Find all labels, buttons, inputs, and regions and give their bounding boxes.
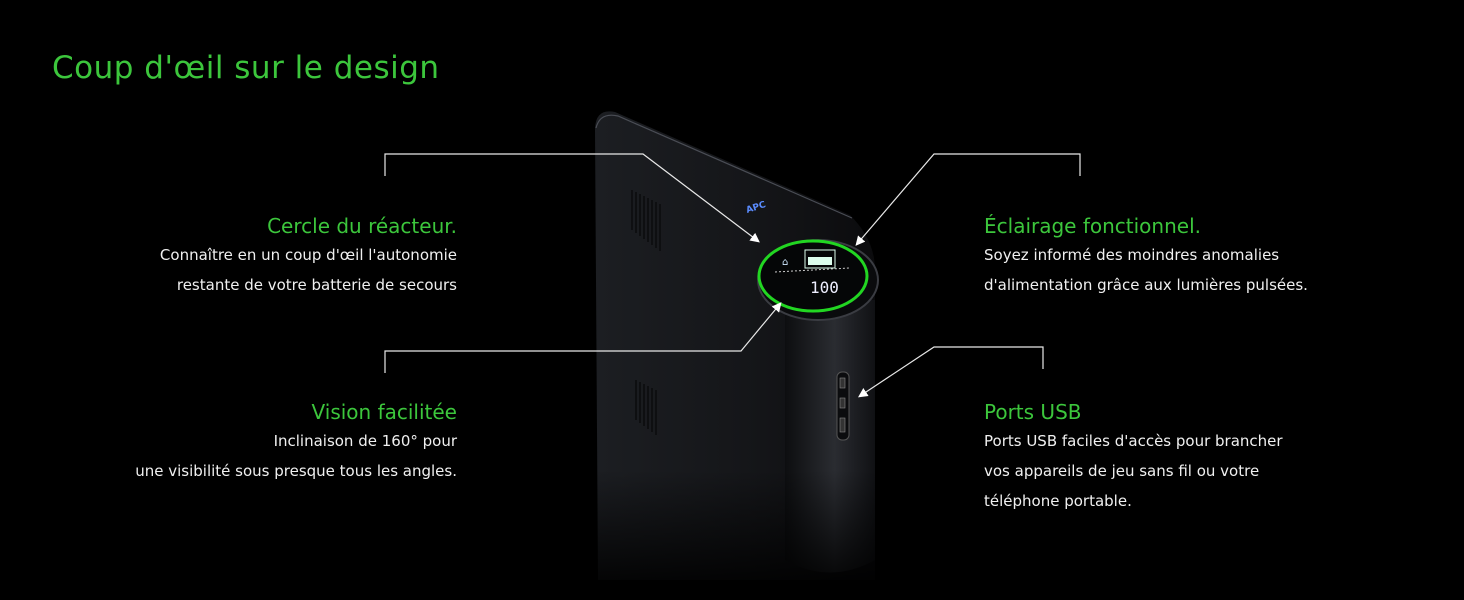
- svg-text:⌂: ⌂: [782, 257, 788, 268]
- feature-heading: Cercle du réacteur.: [267, 214, 457, 238]
- feature-text-line: téléphone portable.: [984, 492, 1132, 510]
- feature-heading: Vision facilitée: [311, 400, 457, 424]
- connector-usb: [857, 346, 1044, 398]
- feature-text-line: Ports USB faciles d'accès pour brancher: [984, 432, 1283, 450]
- feature-text-line: Inclinaison de 160° pour: [273, 432, 457, 450]
- feature-usb: Ports USB Ports USB faciles d'accès pour…: [984, 398, 1283, 516]
- feature-eclairage: Éclairage fonctionnel. Soyez informé des…: [984, 212, 1308, 300]
- feature-reacteur: Cercle du réacteur. Connaître en un coup…: [160, 212, 457, 300]
- connector-eclairage: [855, 153, 1081, 246]
- feature-heading: Éclairage fonctionnel.: [984, 214, 1201, 238]
- connector-vision: [384, 302, 782, 373]
- feature-text-line: Soyez informé des moindres anomalies: [984, 246, 1280, 264]
- feature-text-line: vos appareils de jeu sans fil ou votre: [984, 462, 1260, 480]
- connector-reacteur: [384, 153, 760, 243]
- feature-text-line: restante de votre batterie de secours: [176, 276, 457, 294]
- feature-text-line: Connaître en un coup d'œil l'autonomie: [159, 246, 457, 264]
- svg-text:100: 100: [810, 278, 839, 297]
- feature-heading: Ports USB: [984, 400, 1082, 424]
- feature-text-line: une visibilité sous presque tous les ang…: [135, 462, 457, 480]
- feature-vision: Vision facilitée Inclinaison de 160° pou…: [135, 398, 457, 486]
- page-title: Coup d'œil sur le design: [52, 50, 440, 86]
- feature-text-line: d'alimentation grâce aux lumières pulsée…: [984, 276, 1308, 294]
